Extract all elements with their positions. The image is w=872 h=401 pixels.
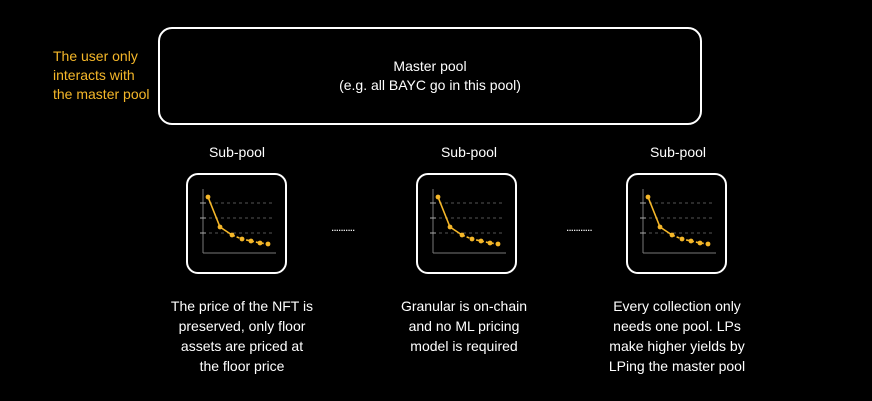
curve-line-dashed [671, 234, 709, 245]
sub-pool-box [626, 173, 727, 274]
separator-dots: .......... [331, 220, 355, 234]
side-note-line: interacts with [53, 67, 135, 83]
side-note: The user only interacts with the master … [53, 47, 173, 104]
separator-dots: ........... [566, 220, 593, 234]
curve-point [229, 232, 235, 238]
pricing-curve-chart [200, 189, 276, 254]
description-line: preserved, only floor [178, 318, 306, 334]
description-line: the floor price [199, 358, 285, 374]
curve-point [705, 241, 711, 247]
curve-point [487, 240, 493, 246]
master-pool-subtitle: (e.g. all BAYC go in this pool) [339, 77, 521, 93]
curve-point [239, 236, 245, 242]
sub-pool-description: Every collection only needs one pool. LP… [582, 296, 772, 376]
curve-point [205, 194, 211, 200]
curve-point [217, 224, 223, 230]
description-line: The price of the NFT is [170, 298, 314, 314]
sub-pool-box [416, 173, 517, 274]
master-pool-box: Master pool (e.g. all BAYC go in this po… [158, 27, 702, 125]
curve-point [257, 240, 263, 246]
description-line: make higher yields by [609, 338, 745, 354]
description-line: needs one pool. LPs [613, 318, 741, 334]
curve-point [657, 224, 663, 230]
sub-pool-description: Granular is on-chain and no ML pricing m… [369, 296, 559, 356]
curve-point [688, 238, 694, 244]
sub-pool-box [186, 173, 287, 274]
curve-point [248, 238, 254, 244]
curve-point [265, 241, 271, 247]
description-line: and no ML pricing [408, 318, 520, 334]
pricing-curve-chart [430, 189, 506, 254]
sub-pool-description: The price of the NFT is preserved, only … [147, 296, 337, 376]
side-note-line: The user only [53, 48, 138, 64]
description-line: Granular is on-chain [400, 298, 528, 314]
curve-point [469, 236, 475, 242]
pricing-curve-chart [640, 189, 716, 254]
curve-point [459, 232, 465, 238]
description-line: Every collection only [613, 298, 741, 314]
curve-point [435, 194, 441, 200]
curve-line-dashed [231, 234, 269, 245]
sub-pool-label: Sub-pool [440, 144, 498, 160]
side-note-line: the master pool [53, 86, 150, 102]
sub-pool-label: Sub-pool [208, 144, 266, 160]
description-line: assets are priced at [180, 338, 304, 354]
sub-pool-label: Sub-pool [649, 144, 707, 160]
curve-point [669, 232, 675, 238]
curve-point [478, 238, 484, 244]
curve-point [645, 194, 651, 200]
curve-point [679, 236, 685, 242]
description-line: LPing the master pool [608, 358, 746, 374]
curve-point [697, 240, 703, 246]
curve-line-dashed [461, 234, 499, 245]
curve-point [447, 224, 453, 230]
curve-point [495, 241, 501, 247]
description-line: model is required [410, 338, 518, 354]
master-pool-title: Master pool [393, 58, 467, 74]
